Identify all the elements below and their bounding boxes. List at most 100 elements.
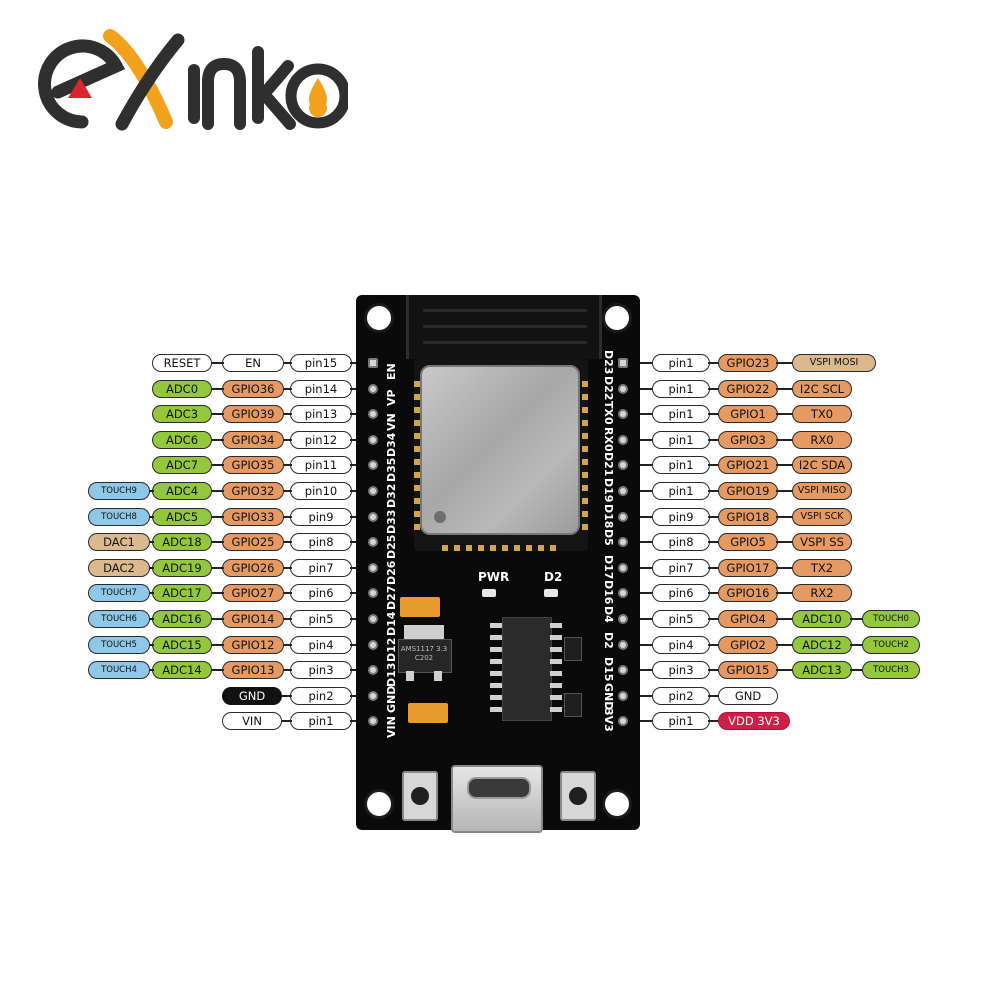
right-header-pin	[618, 562, 628, 573]
left-label-dac2: DAC2	[88, 558, 150, 577]
label-connector	[776, 566, 794, 569]
right-label-pin6: pin6	[652, 584, 710, 603]
label-connector	[210, 464, 224, 467]
module-pad	[414, 420, 420, 426]
right-silk-label: D23	[602, 350, 615, 375]
left-label-dac1: DAC1	[88, 533, 150, 552]
label-connector	[350, 438, 360, 441]
label-connector	[210, 643, 224, 646]
label-connector	[708, 669, 720, 672]
left-silk-label: VP	[385, 389, 398, 406]
label-connector	[282, 464, 292, 467]
label-connector	[708, 643, 720, 646]
mount-hole-bl	[364, 789, 394, 819]
label-connector	[708, 694, 720, 697]
right-header-pin	[618, 409, 628, 420]
right-silk-label: GND	[602, 682, 615, 711]
label-connector	[282, 413, 292, 416]
right-label-pin4: pin4	[652, 635, 710, 654]
module-pad	[414, 459, 420, 465]
left-silk-label: D27	[385, 585, 398, 611]
module-pad	[414, 407, 420, 413]
label-connector	[776, 669, 794, 672]
right-silk-label: D19	[602, 478, 615, 503]
label-connector	[776, 618, 794, 620]
left-label-gpio33: GPIO33	[222, 507, 284, 526]
label-connector	[850, 643, 864, 646]
capacitor-tantalum-2	[408, 703, 448, 723]
right-label-rx0: RX0	[792, 430, 852, 449]
label-connector	[640, 515, 654, 518]
label-connector	[640, 643, 654, 646]
left-label-gpio32: GPIO32	[222, 482, 284, 500]
chip-leg	[550, 647, 562, 652]
module-pad	[478, 545, 484, 551]
left-header-pin	[368, 434, 378, 445]
left-header-pin	[368, 690, 378, 701]
module-pad	[582, 498, 588, 504]
left-silk-label: D12	[385, 637, 398, 662]
right-label-pin1: pin1	[652, 354, 710, 372]
label-connector	[708, 566, 720, 569]
label-connector	[282, 438, 292, 441]
label-connector	[640, 720, 654, 723]
left-label-gpio34: GPIO34	[222, 430, 284, 449]
right-label-gpio19: GPIO19	[718, 482, 778, 500]
label-connector	[210, 438, 224, 441]
mount-hole-tl	[364, 303, 394, 333]
module-pad	[582, 381, 588, 387]
left-label-touch5: TOUCH5	[88, 635, 150, 654]
chip-leg	[490, 695, 502, 700]
label-connector	[640, 669, 654, 672]
module-pad	[414, 524, 420, 530]
right-silk-label: D15	[602, 657, 615, 682]
label-connector	[350, 694, 360, 697]
left-silk-label: GND	[385, 685, 398, 713]
capacitor-tantalum	[400, 597, 440, 617]
chip-leg	[490, 683, 502, 688]
label-connector	[282, 643, 292, 646]
left-label-gpio26: GPIO26	[222, 558, 284, 577]
right-header-pin	[618, 383, 628, 394]
left-silk-label: D34	[385, 432, 398, 457]
right-label-adc13: ADC13	[792, 661, 852, 680]
right-label-i2c-sda: I2C SDA	[792, 456, 852, 475]
label-connector	[708, 362, 720, 364]
right-label-vspi-ss: VSPI SS	[792, 533, 852, 552]
label-connector	[148, 669, 154, 672]
d2-label: D2	[544, 570, 563, 584]
module-pad	[582, 420, 588, 426]
pcb-antenna	[406, 295, 602, 359]
right-header-pin	[618, 434, 628, 445]
label-connector	[350, 387, 360, 390]
left-header-pin	[368, 511, 378, 522]
label-connector	[210, 566, 224, 569]
left-label-vin: VIN	[222, 712, 282, 731]
right-label-pin3: pin3	[652, 661, 710, 680]
voltage-regulator: AMS1117 3.3 C202	[398, 625, 452, 681]
left-label-pin10: pin10	[290, 482, 352, 500]
module-pad	[414, 446, 420, 452]
label-connector	[708, 592, 720, 595]
module-pad	[442, 545, 448, 551]
chip-leg	[490, 647, 502, 652]
label-connector	[708, 541, 720, 544]
left-silk-label: D35	[385, 457, 398, 483]
module-pad	[582, 407, 588, 413]
left-header-pin	[368, 383, 378, 394]
label-connector	[640, 694, 654, 697]
module-pad	[414, 485, 420, 491]
right-label-gpio2: GPIO2	[718, 635, 778, 654]
left-header-pin	[368, 588, 378, 599]
label-connector	[282, 566, 292, 569]
module-pad	[582, 446, 588, 452]
